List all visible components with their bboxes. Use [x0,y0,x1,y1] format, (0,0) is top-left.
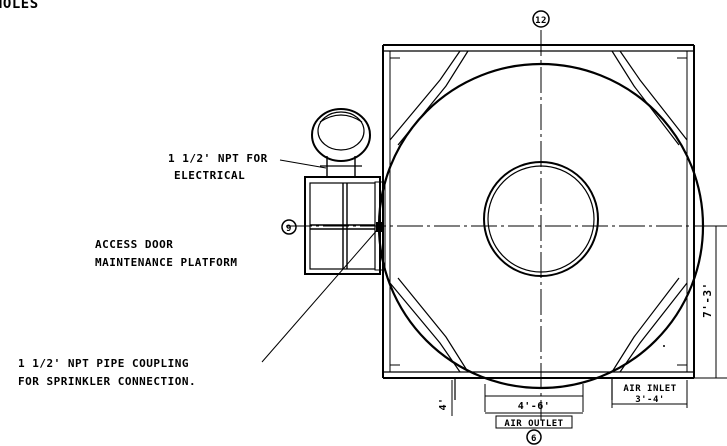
callout-sprinkler-line2: FOR SPRINKLER CONNECTION. [18,375,196,388]
stray-mark [663,345,665,347]
marker-6: 6 [526,429,542,445]
dimension-small-left: 4' [438,380,453,416]
callout-electrical-line2: ELECTRICAL [174,169,245,182]
electrical-motor [311,108,371,177]
svg-text:6: 6 [531,434,537,444]
access-door-platform [304,176,386,275]
tank-housing-frame [382,44,695,379]
svg-text:AIR INLET: AIR INLET [623,384,676,394]
fan-stack-circle [483,161,599,277]
marker-12: 12 [532,10,550,28]
dimension-air-inlet: AIR INLET 3'-4' [611,380,688,408]
dimension-air-outlet: 4'-6' AIR OUTLET [485,401,583,429]
marker-9: 9 [281,219,297,235]
callout-door-line2: MAINTENANCE PLATFORM [95,256,237,269]
svg-text:12: 12 [535,16,547,26]
svg-text:4'-6': 4'-6' [518,401,551,412]
svg-text:AIR OUTLET: AIR OUTLET [504,419,563,429]
leader-sprinkler [261,228,379,363]
svg-text:9: 9 [286,224,292,234]
callout-door-line1: ACCESS DOOR [95,238,173,251]
svg-text:7'-3': 7'-3' [701,282,714,318]
svg-text:4': 4' [438,397,449,410]
leader-electrical [279,159,327,169]
svg-text:3'-4': 3'-4' [635,395,665,405]
callout-sprinkler-line1: 1 1/2' NPT PIPE COUPLING [18,357,189,370]
header-fragment: HOLES [0,0,39,12]
dimension-height-right: 7'-3' [694,225,727,379]
callout-electrical-line1: 1 1/2' NPT FOR [168,152,268,165]
